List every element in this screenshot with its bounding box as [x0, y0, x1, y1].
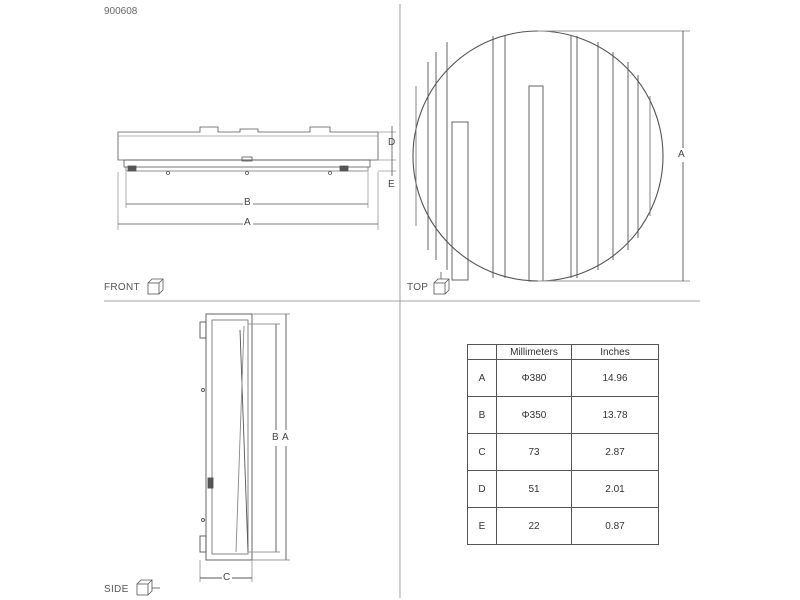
row-mm: 73	[496, 433, 572, 471]
table-header-inches: Inches	[571, 344, 659, 360]
top-cube-icon	[433, 272, 450, 295]
row-label: B	[467, 396, 497, 434]
front-dim-e: E	[388, 179, 395, 190]
row-label: E	[467, 507, 497, 545]
product-code: 900608	[104, 6, 138, 17]
side-dim-c: C	[223, 572, 231, 583]
table-header-row: Millimeters Inches	[467, 344, 659, 360]
table-row: B Φ350 13.78	[467, 396, 659, 434]
side-dim-b: B	[272, 432, 279, 443]
row-label: C	[467, 433, 497, 471]
table-row: C 73 2.87	[467, 433, 659, 471]
front-view-drawing	[117, 126, 396, 230]
table-header-letter	[467, 344, 497, 360]
side-dim-a: A	[282, 432, 289, 443]
front-dim-d: D	[388, 137, 396, 148]
row-label: A	[467, 359, 497, 397]
row-in: 2.87	[571, 433, 659, 471]
row-label: D	[467, 470, 497, 508]
front-view-label: FRONT	[104, 282, 140, 293]
top-dim-a: A	[678, 149, 685, 160]
side-view-label: SIDE	[104, 584, 129, 595]
front-dim-b: B	[244, 197, 251, 208]
table-row: D 51 2.01	[467, 470, 659, 508]
front-cube-icon	[147, 278, 164, 295]
row-in: 13.78	[571, 396, 659, 434]
top-view-label: TOP	[407, 282, 429, 293]
side-cube-icon	[136, 579, 160, 596]
row-in: 2.01	[571, 470, 659, 508]
table-row: E 22 0.87	[467, 507, 659, 545]
row-mm: 22	[496, 507, 572, 545]
top-view-drawing	[412, 30, 690, 282]
row-mm: Φ380	[496, 359, 572, 397]
row-in: 14.96	[571, 359, 659, 397]
table-header-millimeters: Millimeters	[496, 344, 572, 360]
front-dim-a: A	[244, 217, 251, 228]
row-mm: 51	[496, 470, 572, 508]
table-row: A Φ380 14.96	[467, 359, 659, 397]
row-mm: Φ350	[496, 396, 572, 434]
dimensions-table: Millimeters Inches A Φ380 14.96 B Φ350 1…	[467, 344, 659, 545]
row-in: 0.87	[571, 507, 659, 545]
side-view-drawing	[199, 313, 290, 582]
